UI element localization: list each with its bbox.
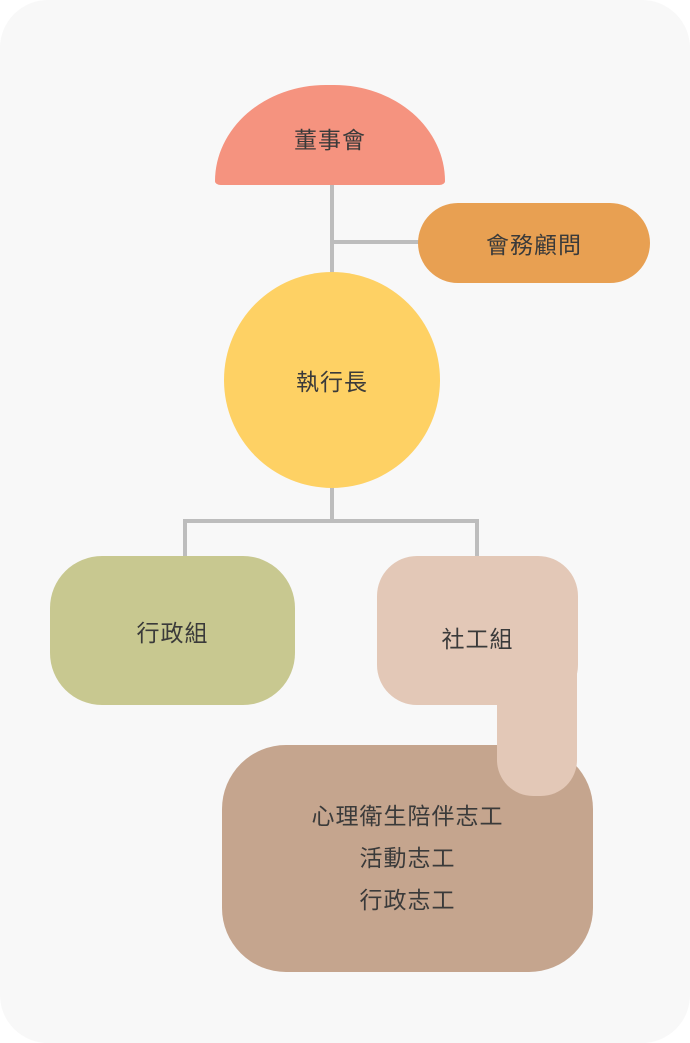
node-volunteers: 心理衛生陪伴志工 活動志工 行政志工 [222,745,593,972]
volunteer-item: 心理衛生陪伴志工 [311,803,504,830]
volunteer-item: 行政志工 [359,887,456,914]
node-board-label: 董事會 [294,128,366,154]
connector-social [475,519,479,559]
volunteer-item: 活動志工 [359,845,456,872]
node-board: 董事會 [215,85,445,185]
node-ceo-label: 執行長 [296,370,368,396]
connector-branch [183,519,479,523]
node-social-extension [497,660,577,796]
connector-advisor [332,240,422,244]
node-ceo: 執行長 [224,272,440,488]
connector-ceo-down [330,486,334,523]
node-social: 社工組 [377,556,578,705]
node-advisor-label: 會務顧問 [486,233,582,259]
node-admin-label: 行政組 [136,620,209,647]
node-advisor: 會務顧問 [418,203,650,283]
connector-admin [183,519,187,559]
connector-board-ceo [330,183,334,278]
node-admin: 行政組 [50,556,295,705]
node-social-label: 社工組 [441,626,514,653]
